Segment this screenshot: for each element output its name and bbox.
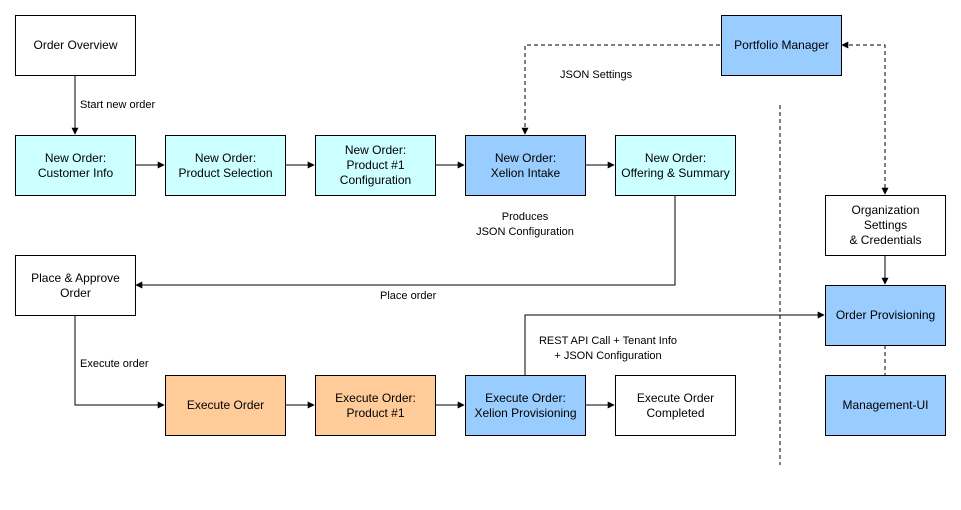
box-new-order-offering-summary: New Order: Offering & Summary [615,135,736,196]
box-place-approve-order: Place & Approve Order [15,255,136,316]
box-portfolio-manager: Portfolio Manager [721,15,842,76]
box-execute-order-product: Execute Order: Product #1 [315,375,436,436]
box-execute-order-xelion-provisioning: Execute Order: Xelion Provisioning [465,375,586,436]
box-organization-settings: Organization Settings & Credentials [825,195,946,256]
arrow-place-approve-to-execute [74,315,165,409]
label-rest-api-call: REST API Call + Tenant Info + JSON Confi… [538,335,678,362]
label-execute-order: Execute order [80,358,149,370]
label-produces-json-configuration: Produces JSON Configuration [476,211,574,238]
dashed-arrow-json-settings [521,44,720,135]
box-new-order-product-configuration: New Order: Product #1 Configuration [315,135,436,196]
label-place-order: Place order [380,290,437,302]
label-start-new-order: Start new order [80,99,156,111]
box-new-order-xelion-intake: New Order: Xelion Intake [465,135,586,196]
arrow-offering-to-place-approve [135,195,676,289]
box-management-ui: Management-UI [825,375,946,436]
box-execute-order-completed: Execute Order Completed [615,375,736,436]
box-new-order-product-selection: New Order: Product Selection [165,135,286,196]
box-order-provisioning: Order Provisioning [825,285,946,346]
box-order-overview: Order Overview [15,15,136,76]
arrow-rest-api-call [524,311,825,375]
box-execute-order: Execute Order [165,375,286,436]
dashed-arrow-portfolio-org-settings [841,41,889,195]
label-json-settings: JSON Settings [560,69,633,81]
box-new-order-customer-info: New Order: Customer Info [15,135,136,196]
